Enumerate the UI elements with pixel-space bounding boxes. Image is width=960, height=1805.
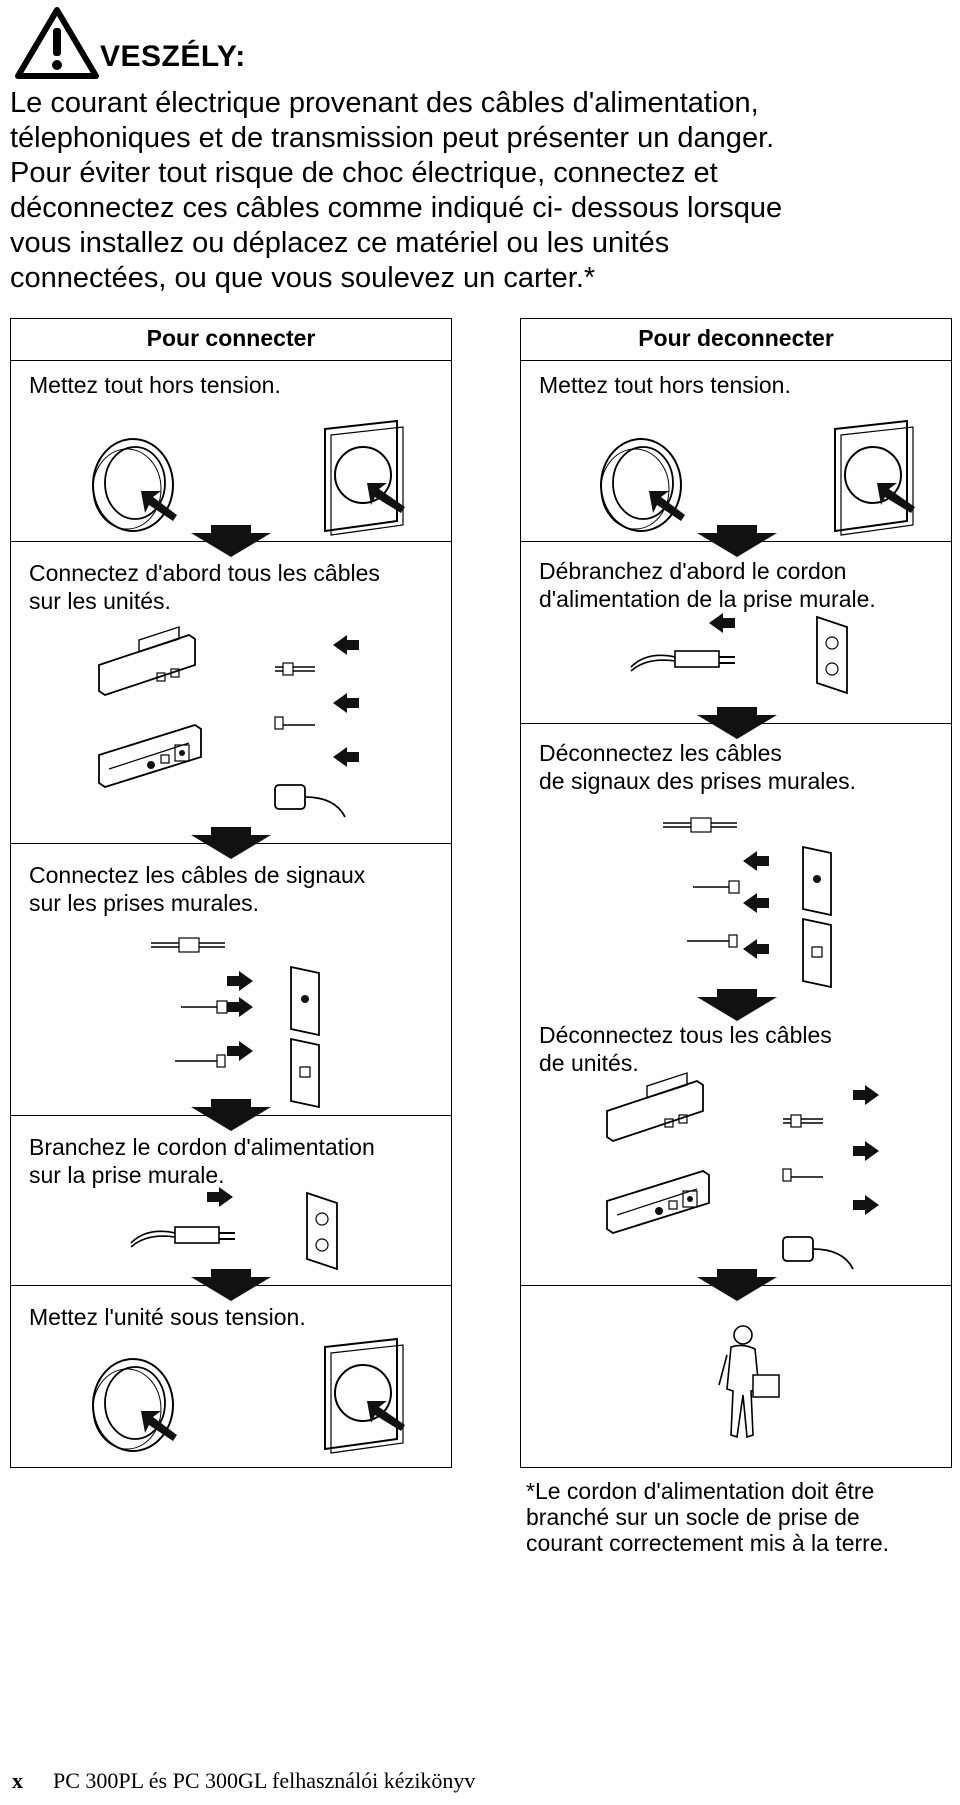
step-text: Déconnectez les câbles [539, 740, 782, 766]
footnote-line: branché sur un socle de prise de [526, 1504, 860, 1530]
warning-line: Le courant électrique provenant des câbl… [10, 87, 759, 119]
cables-icon [274, 635, 359, 818]
down-arrow-icon [191, 1269, 271, 1301]
footnote-line: *Le cordon d'alimentation doit être [526, 1478, 875, 1504]
power-switch-icon [92, 1358, 178, 1452]
down-arrow-icon [191, 827, 271, 859]
step-text: de signaux des prises murales. [539, 768, 857, 794]
disconnect-heading: Pour deconnecter [521, 319, 951, 361]
disconnect-step-4: Déconnectez tous les câbles de unités. [539, 1021, 832, 1077]
step-text: Connectez les câbles de signaux [29, 862, 366, 888]
step-text: de unités. [539, 1050, 639, 1076]
warning-title: VESZÉLY: [100, 40, 246, 73]
book-title: PC 300PL és PC 300GL felhasználói kézikö… [53, 1768, 476, 1793]
step-text: Branchez le cordon d'alimentation [29, 1134, 375, 1160]
disconnect-panel: Pour deconnecter Mettez tout hors tensio… [520, 318, 952, 1468]
warning-line: déconnectez ces câbles comme indiqué ci-… [10, 192, 783, 224]
warning-line: vous installez ou déplacez ce matériel o… [10, 227, 670, 259]
connect-step-5: Mettez l'unité sous tension. [29, 1303, 306, 1331]
signal-cables-wall-icon [662, 817, 832, 988]
computer-icon [606, 1072, 710, 1234]
cables-icon [782, 1085, 879, 1270]
power-switch-icon [324, 420, 406, 536]
down-arrow-icon [191, 525, 271, 557]
warning-text: Le courant électrique provenant des câbl… [10, 86, 950, 296]
power-switch-icon [834, 420, 916, 536]
power-switch-icon [324, 1338, 406, 1454]
footnote: *Le cordon d'alimentation doit être bran… [526, 1478, 956, 1556]
connect-step-1: Mettez tout hors tension. [29, 371, 281, 399]
power-plug-icon [630, 613, 848, 694]
step-text: d'alimentation de la prise murale. [539, 586, 876, 612]
disconnect-step-3: Déconnectez les câbles de signaux des pr… [539, 739, 856, 795]
warning-line: télephoniques et de transmission peut pr… [10, 122, 775, 154]
connect-step-3: Connectez les câbles de signaux sur les … [29, 861, 365, 917]
step-text: sur la prise murale. [29, 1162, 225, 1188]
computer-icon [98, 626, 202, 788]
warning-line: connectées, ou que vous soulevez un cart… [10, 262, 596, 294]
step-text: Déconnectez tous les câbles [539, 1022, 832, 1048]
connect-panel: Pour connecter Mettez tout hors tension.… [10, 318, 452, 1468]
person-carrying-icon [718, 1325, 780, 1438]
step-text: Mettez l'unité sous tension. [29, 1304, 306, 1330]
step-text: Connectez d'abord tous les câbles [29, 560, 380, 586]
signal-cables-wall-icon [150, 937, 320, 1108]
step-text: sur les prises murales. [29, 890, 260, 916]
connect-step-4: Branchez le cordon d'alimentation sur la… [29, 1133, 375, 1189]
connect-heading: Pour connecter [11, 319, 451, 361]
down-arrow-icon [697, 1269, 777, 1301]
step-text: Mettez tout hors tension. [29, 372, 281, 398]
step-text: sur les unités. [29, 588, 171, 614]
disconnect-step-2: Débranchez d'abord le cordon d'alimentat… [539, 557, 876, 613]
footnote-line: courant correctement mis à la terre. [526, 1530, 890, 1556]
down-arrow-icon [191, 1099, 271, 1131]
disconnect-step-1: Mettez tout hors tension. [539, 371, 791, 399]
connect-step-2: Connectez d'abord tous les câbles sur le… [29, 559, 380, 615]
step-text: Débranchez d'abord le cordon [539, 558, 847, 584]
page-footer: x PC 300PL és PC 300GL felhasználói kézik… [12, 1768, 475, 1794]
page-number: x [12, 1768, 23, 1793]
warning-triangle-icon [14, 6, 100, 80]
warning-line: Pour éviter tout risque de choc électriq… [10, 157, 718, 189]
step-text: Mettez tout hors tension. [539, 372, 791, 398]
